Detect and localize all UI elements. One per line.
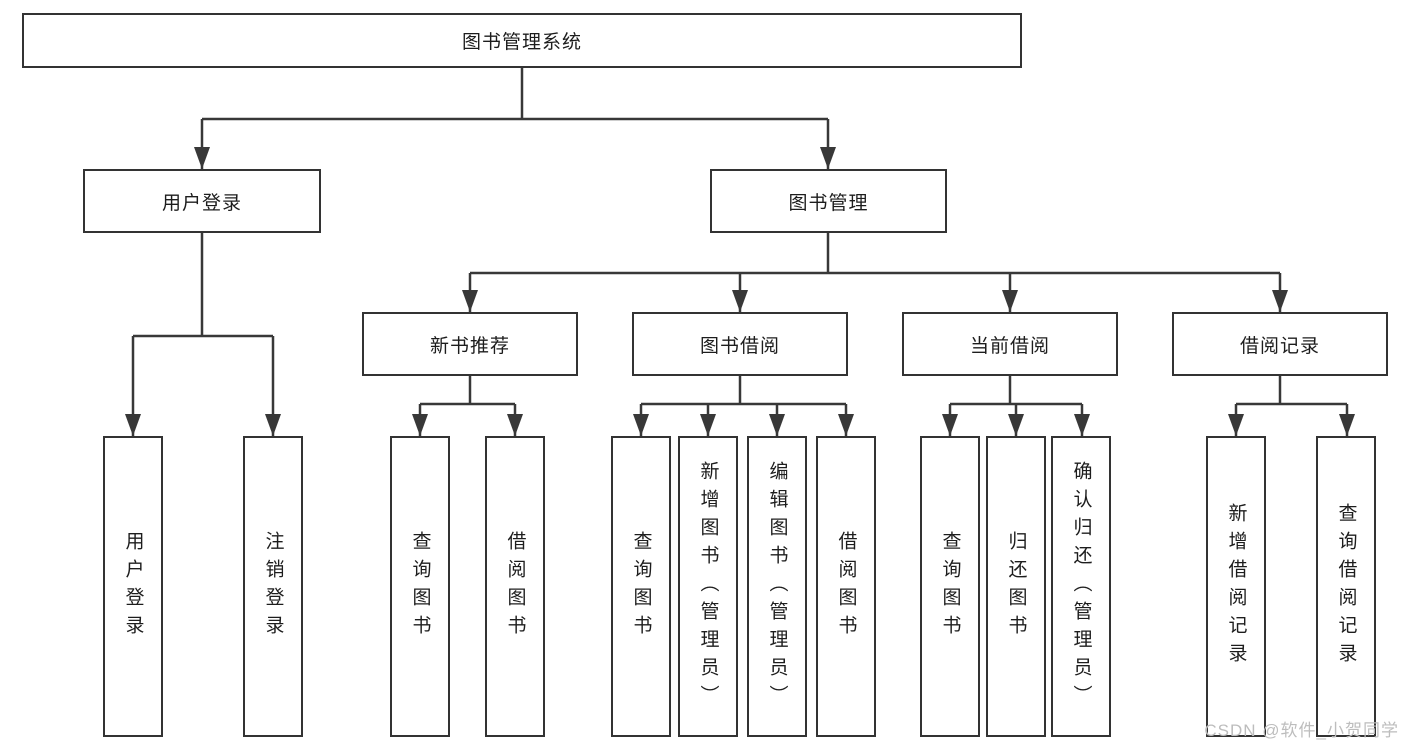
leaf-borrowing-query-book: 查询图书 <box>611 436 671 737</box>
node-current-borrowing-label: 当前借阅 <box>969 335 1050 357</box>
leaf-recommend-borrow-book-label: 借阅图书 <box>504 530 526 643</box>
leaf-confirm-return-admin: 确认归还（管理员） <box>1051 436 1111 737</box>
node-new-book-recommend-label: 新书推荐 <box>429 335 510 357</box>
leaf-current-query-book-label: 查询图书 <box>939 530 961 643</box>
leaf-logout-label: 注销登录 <box>262 530 284 643</box>
leaf-user-login: 用户登录 <box>103 436 163 737</box>
leaf-edit-book-admin-label: 编辑图书（管理员） <box>766 460 788 713</box>
leaf-query-borrow-record: 查询借阅记录 <box>1316 436 1376 737</box>
leaf-recommend-query-book: 查询图书 <box>390 436 450 737</box>
node-new-book-recommend: 新书推荐 <box>362 312 578 376</box>
leaf-borrowing-borrow-book: 借阅图书 <box>816 436 876 737</box>
leaf-confirm-return-admin-label: 确认归还（管理员） <box>1070 460 1092 713</box>
leaf-edit-book-admin: 编辑图书（管理员） <box>747 436 807 737</box>
node-user-login: 用户登录 <box>83 169 321 233</box>
node-book-management-label: 图书管理 <box>788 192 869 214</box>
leaf-recommend-query-book-label: 查询图书 <box>409 530 431 643</box>
node-borrow-records: 借阅记录 <box>1172 312 1388 376</box>
leaf-return-book-label: 归还图书 <box>1005 530 1027 643</box>
leaf-recommend-borrow-book: 借阅图书 <box>485 436 545 737</box>
node-book-borrowing: 图书借阅 <box>632 312 848 376</box>
node-user-login-label: 用户登录 <box>161 192 242 214</box>
node-root-system: 图书管理系统 <box>22 13 1022 68</box>
node-book-management: 图书管理 <box>710 169 947 233</box>
leaf-borrowing-query-book-label: 查询图书 <box>630 530 652 643</box>
leaf-current-query-book: 查询图书 <box>920 436 980 737</box>
leaf-query-borrow-record-label: 查询借阅记录 <box>1335 502 1357 671</box>
leaf-add-borrow-record: 新增借阅记录 <box>1206 436 1266 737</box>
leaf-add-book-admin-label: 新增图书（管理员） <box>697 460 719 713</box>
leaf-return-book: 归还图书 <box>986 436 1046 737</box>
leaf-add-borrow-record-label: 新增借阅记录 <box>1225 502 1247 671</box>
leaf-user-login-label: 用户登录 <box>122 530 144 643</box>
node-borrow-records-label: 借阅记录 <box>1239 335 1320 357</box>
leaf-logout: 注销登录 <box>243 436 303 737</box>
node-book-borrowing-label: 图书借阅 <box>699 335 780 357</box>
leaf-add-book-admin: 新增图书（管理员） <box>678 436 738 737</box>
node-current-borrowing: 当前借阅 <box>902 312 1118 376</box>
node-root-system-label: 图书管理系统 <box>461 32 582 53</box>
csdn-watermark: CSDN @软件_小贺同学 <box>1204 721 1399 740</box>
leaf-borrowing-borrow-book-label: 借阅图书 <box>835 530 857 643</box>
